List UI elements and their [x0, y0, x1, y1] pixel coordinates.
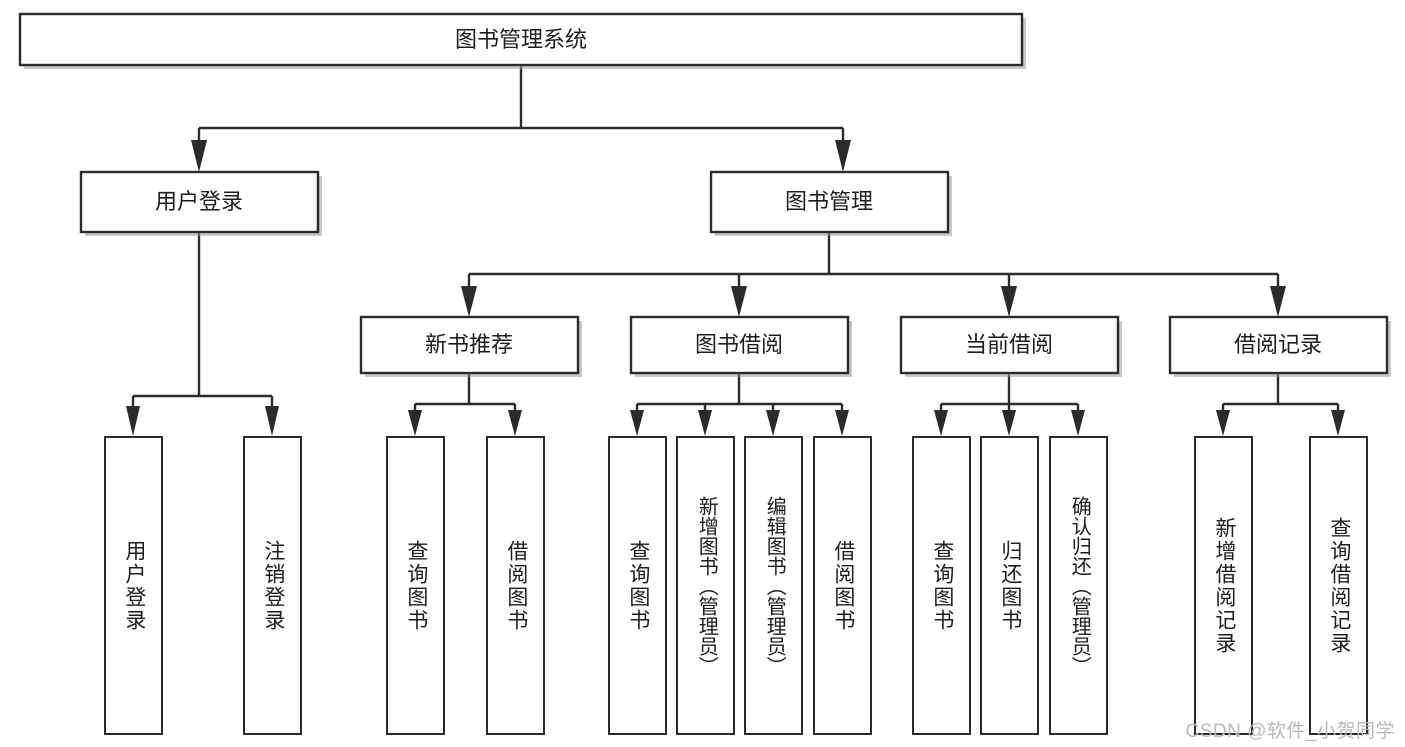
- leaf-node-query-book-borrow[interactable]: 查询图书: [608, 436, 667, 735]
- arrow-head-leaf-user-login: [126, 406, 140, 436]
- arrow-head-leaf-query-book-b: [630, 410, 644, 436]
- arrow-head-leaf-borrow-book-a: [508, 410, 522, 436]
- arrow-head-leaf-query-record: [1331, 410, 1345, 436]
- arrow-head-leaf-borrow-book-b: [835, 410, 849, 436]
- leaf-label: 编辑图书（管理员）: [763, 495, 786, 676]
- arrow-head-book-manage: [835, 140, 851, 172]
- leaf-label: 新增借阅记录: [1212, 516, 1236, 655]
- leaf-node-borrow-book-newbook[interactable]: 借阅图书: [486, 436, 545, 735]
- leaf-node-confirm-return-admin[interactable]: 确认归还（管理员）: [1049, 436, 1108, 735]
- current-borrow-node-label: 当前借阅: [965, 332, 1053, 357]
- leaf-label: 查询图书: [404, 539, 428, 632]
- leaf-label: 新增图书（管理员）: [695, 495, 718, 676]
- book-borrow-node-label: 图书借阅: [695, 332, 783, 357]
- leaf-label: 注销登录: [261, 539, 285, 632]
- arrow-head-user-login: [191, 140, 207, 172]
- arrow-head-current-borrow: [1001, 286, 1017, 317]
- leaf-node-edit-book-admin[interactable]: 编辑图书（管理员）: [744, 436, 803, 735]
- leaf-label: 归还图书: [998, 539, 1022, 632]
- arrow-head-leaf-query-book-a: [408, 410, 422, 436]
- arrow-head-book-borrow: [731, 286, 747, 317]
- arrow-head-leaf-add-book: [698, 410, 712, 436]
- user-login-node-label: 用户登录: [155, 189, 243, 214]
- root-node-box[interactable]: [18, 12, 1024, 67]
- book-manage-node-label: 图书管理: [785, 189, 873, 214]
- leaf-label: 查询图书: [626, 539, 650, 632]
- arrow-head-leaf-confirm-return: [1071, 410, 1085, 436]
- leaf-node-add-borrow-record[interactable]: 新增借阅记录: [1194, 436, 1253, 735]
- arrow-head-borrow-record: [1270, 286, 1286, 317]
- arrow-head-leaf-edit-book: [766, 410, 780, 436]
- root-node-label: 图书管理系统: [455, 27, 587, 52]
- leaf-node-user-login[interactable]: 用户登录: [104, 436, 163, 735]
- leaf-node-logout[interactable]: 注销登录: [243, 436, 302, 735]
- node-layer: 图书管理系统 用户登录 图书管理 新书推荐 图书借阅 当前借阅: [18, 12, 1391, 377]
- leaf-label: 借阅图书: [504, 539, 528, 632]
- leaf-label: 查询图书: [930, 539, 954, 632]
- leaf-node-query-borrow-record[interactable]: 查询借阅记录: [1309, 436, 1368, 735]
- leaf-node-query-book-current[interactable]: 查询图书: [912, 436, 971, 735]
- leaf-node-borrow-book-borrow[interactable]: 借阅图书: [813, 436, 872, 735]
- leaf-label: 确认归还（管理员）: [1068, 495, 1091, 676]
- connector-layer: [126, 65, 1345, 436]
- current-borrow-node-box[interactable]: [899, 315, 1120, 375]
- book-manage-node-box[interactable]: [709, 170, 950, 234]
- user-login-node-box[interactable]: [79, 170, 320, 234]
- arrow-head-leaf-logout: [265, 406, 279, 436]
- new-book-node-box[interactable]: [359, 315, 580, 375]
- leaf-node-return-book[interactable]: 归还图书: [980, 436, 1039, 735]
- borrow-record-node-label: 借阅记录: [1234, 332, 1322, 357]
- arrow-head-leaf-query-book-c: [934, 410, 948, 436]
- leaf-node-add-book-admin[interactable]: 新增图书（管理员）: [676, 436, 735, 735]
- csdn-watermark: CSDN @软件_小贺同学: [1185, 721, 1395, 742]
- arrow-head-leaf-add-record: [1216, 410, 1230, 436]
- arrow-head-leaf-return-book: [1002, 410, 1016, 436]
- leaf-node-query-book-newbook[interactable]: 查询图书: [386, 436, 445, 735]
- new-book-node-label: 新书推荐: [425, 332, 513, 357]
- leaf-label: 借阅图书: [831, 539, 855, 632]
- arrow-head-new-book: [461, 286, 477, 317]
- borrow-record-node-box[interactable]: [1168, 315, 1389, 375]
- leaf-label: 用户登录: [122, 539, 146, 632]
- book-borrow-node-box[interactable]: [629, 315, 850, 375]
- leaf-label: 查询借阅记录: [1327, 516, 1351, 655]
